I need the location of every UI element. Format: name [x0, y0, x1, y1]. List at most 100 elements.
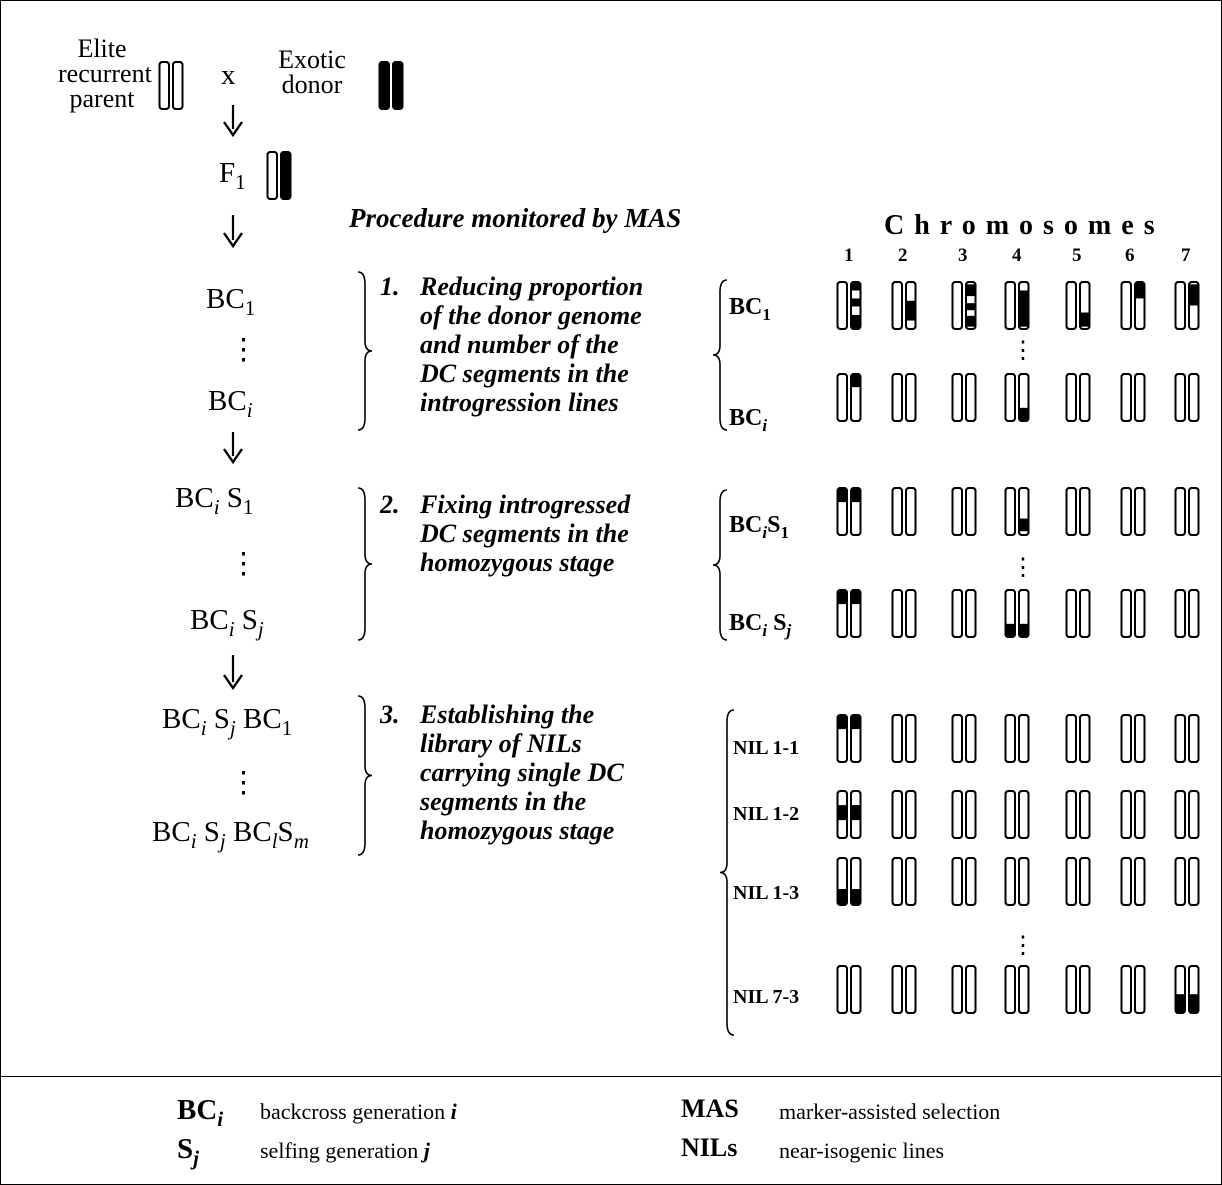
- chromosome-nil-7-3-6-right-outline: [1134, 965, 1146, 1014]
- chromosome-nil-1-2-7-right-outline: [1188, 790, 1200, 839]
- chromosome-bcis1-3-right-border: [965, 487, 977, 536]
- chromosome-bc1-3-right-segment-1: [966, 284, 975, 297]
- chromosome-nil-7-3-7-left-border: [1174, 965, 1186, 1014]
- legend-nils-symbol: NILs: [681, 1133, 738, 1162]
- chromosomes-header: Chromosomes: [884, 210, 1165, 241]
- step-1-number: 1.: [380, 272, 400, 301]
- chromosome-bcisj-1-right-segment-1: [851, 590, 860, 605]
- chromosome-nil-1-2-6-right-outline: [1134, 790, 1146, 839]
- chromosome-nil-1-2-3-left-border: [951, 790, 963, 839]
- chromosome-bc1-2-left-outline: [891, 281, 903, 330]
- chromosome-nil-1-1-3-right-border: [965, 714, 977, 763]
- chromosome-nil-1-2-4-left-outline: [1004, 790, 1016, 839]
- chromosome-number-5: 5: [1072, 245, 1082, 266]
- chromosome-bcis1-7-left-outline: [1174, 487, 1186, 536]
- chromosome-bcis1-5-left-outline: [1065, 487, 1077, 536]
- chromosome-nil-7-3-4-right-outline: [1018, 965, 1030, 1014]
- chromosome-bc1-1-right-segment-1: [851, 282, 860, 291]
- chromosome-bcisj-4-left-border: [1004, 589, 1016, 638]
- chromosome-bci-3-right-border: [965, 373, 977, 422]
- chromosome-bc1-7-right-border: [1188, 281, 1200, 330]
- legend-sj-text: selfing generation j: [260, 1138, 430, 1163]
- chromosome-nil-1-3-3-right-border: [965, 857, 977, 906]
- chromosome-bc1-5-right-segment-1: [1080, 312, 1089, 327]
- chromosome-nil-7-3-3-right-border: [965, 965, 977, 1014]
- chromosome-nil-1-3-7-right-border: [1188, 857, 1200, 906]
- chromosome-nil-1-2-1-right-border: [850, 790, 862, 839]
- chromosome-bci-3-left-outline: [951, 373, 963, 422]
- chromosome-bcis1-2-left-outline: [891, 487, 903, 536]
- legend-nils-text: near-isogenic lines: [779, 1138, 945, 1163]
- bcisjbclsm-generation: BCi Sj BClSm: [152, 816, 309, 853]
- chromosome-bcis1-6-right-border: [1134, 487, 1146, 536]
- chromosome-nil-1-1-3-left-outline: [951, 714, 963, 763]
- bcisjbc1-generation: BCi Sj BC1: [162, 703, 293, 740]
- chromosome-nil-7-3-3-right-outline: [965, 965, 977, 1014]
- chromosome-bcis1-7-left-border: [1174, 487, 1186, 536]
- chromosome-bci-7-right-border: [1188, 373, 1200, 422]
- chromosome-nil-7-3-5-right-border: [1079, 965, 1091, 1014]
- chromosome-number-1: 1: [844, 245, 854, 266]
- chromosome-bc1-6-right-segment-1: [1135, 282, 1144, 299]
- chromosome-nil-1-3-5-left-border: [1065, 857, 1077, 906]
- chromosome-nil-1-2-5-left-border: [1065, 790, 1077, 839]
- chromosome-bcisj-7-left-border: [1174, 589, 1186, 638]
- chromosome-nil-1-3-2-left-outline: [891, 857, 903, 906]
- arrow-bci-to-bcis1-head: [223, 448, 243, 465]
- chromosome-nil-1-3-7-left-border: [1174, 857, 1186, 906]
- step-3-text: Establishing the library of NILs carryin…: [420, 700, 624, 845]
- chromosome-nil-1-1-6-right-border: [1134, 714, 1146, 763]
- legend-sj-symbol: Sj: [177, 1133, 199, 1170]
- chromosome-bc1-4-right-border: [1018, 281, 1030, 330]
- chromosome-nil-1-1-6-left-outline: [1120, 714, 1132, 763]
- chromosome-bcis1-1-left-segment-1: [838, 488, 847, 503]
- chromosome-nil-1-2-3-right-border: [965, 790, 977, 839]
- chromosome-nil-7-3-3-left-outline: [951, 965, 963, 1014]
- chromosome-nil-1-3-4-right-border: [1018, 857, 1030, 906]
- chromosome-nil-1-3-3-left-border: [951, 857, 963, 906]
- brace-step-1: [357, 271, 373, 431]
- chromosome-nil-1-1-1-right-segment-1: [851, 715, 860, 730]
- chromosome-bci-3-right-outline: [965, 373, 977, 422]
- chromosome-number-4: 4: [1012, 245, 1022, 266]
- chromosome-nil-1-1-6-left-border: [1120, 714, 1132, 763]
- chromosome-bci-4-left-border: [1004, 373, 1016, 422]
- chromosome-nil-1-1-4-left-outline: [1004, 714, 1016, 763]
- chromosome-bcisj-3-right-outline: [965, 589, 977, 638]
- legend-bci-text: backcross generation i: [260, 1099, 457, 1124]
- chromosome-nil-1-1-1-right-border: [850, 714, 862, 763]
- row-label-nil-1-1: NIL 1-1: [733, 737, 800, 759]
- chromosome-nil-1-2-2-right-outline: [905, 790, 917, 839]
- procedure-title: Procedure monitored by MAS: [349, 203, 682, 233]
- chromosome-bc1-7-right-segment-1: [1189, 284, 1198, 306]
- chromosome-bc1-1-left-outline: [836, 281, 848, 330]
- bci-generation: BCi: [208, 385, 253, 422]
- chromosome-nil-1-1-5-right-border: [1079, 714, 1091, 763]
- chromosome-bcisj-7-right-outline: [1188, 589, 1200, 638]
- exotic-donor-chromosome-left-border: [378, 61, 390, 110]
- chromosome-nil-1-2-6-right-border: [1134, 790, 1146, 839]
- chromosome-bcis1-5-right-border: [1079, 487, 1091, 536]
- chromosome-bcis1-2-right-border: [905, 487, 917, 536]
- chromosome-nil-1-1-7-right-outline: [1188, 714, 1200, 763]
- chromosome-bci-7-right-outline: [1188, 373, 1200, 422]
- chromosome-nil-7-3-2-right-outline: [905, 965, 917, 1014]
- chromosome-bcis1-7-right-border: [1188, 487, 1200, 536]
- chromosome-bci-1-left-border: [836, 373, 848, 422]
- chromosome-nil-1-1-6-right-outline: [1134, 714, 1146, 763]
- elite-parent-chromosome-right-outline: [172, 61, 184, 110]
- step-2-number: 2.: [380, 490, 400, 519]
- exotic-donor-label: Exotic donor: [278, 45, 346, 99]
- chromosome-nil-7-3-2-left-outline: [891, 965, 903, 1014]
- chromosome-nil-1-1-2-left-border: [891, 714, 903, 763]
- chromosome-nil-1-1-2-left-outline: [891, 714, 903, 763]
- chromosome-bci-7-left-outline: [1174, 373, 1186, 422]
- chromosome-bci-4-right-border: [1018, 373, 1030, 422]
- chromosome-nil-1-2-4-left-border: [1004, 790, 1016, 839]
- chromosome-bc1-2-right-segment-1: [906, 300, 915, 321]
- chromosome-bcisj-1-left-border: [836, 589, 848, 638]
- chromosome-bci-5-right-outline: [1079, 373, 1091, 422]
- chromosome-nil-1-3-3-right-outline: [965, 857, 977, 906]
- chromosome-bcisj-4-right-segment-1: [1019, 623, 1028, 637]
- chromosome-bc1-3-right-segment-2: [966, 303, 975, 311]
